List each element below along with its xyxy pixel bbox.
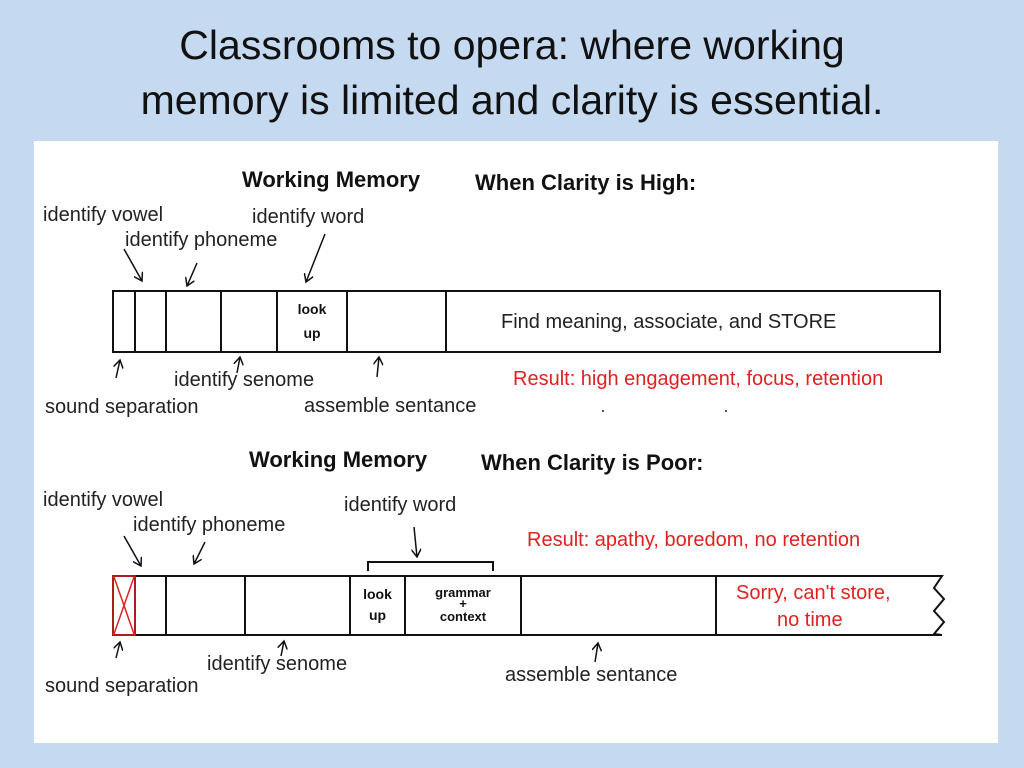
high-sound-separation: sound separation — [45, 396, 199, 418]
arrow-vowel-poor — [123, 535, 141, 566]
poor-heading-b: When Clarity is Poor: — [481, 450, 704, 475]
arrow-senome-poor — [281, 641, 284, 657]
poor-cell-plus: + — [459, 596, 467, 611]
arrow-sentance-high — [377, 357, 379, 378]
arrow-separation-high — [116, 360, 120, 379]
stray-dot — [725, 410, 727, 412]
high-assemble-sentance: assemble sentance — [304, 395, 477, 417]
high-memory-bar — [112, 290, 941, 353]
high-identify-phoneme: identify phoneme — [125, 229, 278, 251]
arrow-word-poor — [414, 526, 417, 557]
high-heading-a: Working Memory — [242, 167, 421, 192]
poor-assemble-sentance: assemble sentance — [505, 664, 678, 686]
slide-title: Classrooms to opera: where working memor… — [0, 18, 1024, 128]
poor-heading-a: Working Memory — [249, 447, 428, 472]
diagram-lines — [112, 233, 946, 663]
poor-cell-context: context — [439, 609, 487, 624]
arrow-sentance-poor — [595, 643, 598, 663]
high-cell-look: look — [297, 301, 327, 317]
high-identify-vowel: identify vowel — [43, 204, 164, 226]
arrow-senome-high — [237, 357, 240, 374]
high-identify-word: identify word — [252, 206, 365, 228]
poor-cell-look: look — [363, 586, 392, 602]
red-x-mark — [112, 575, 136, 636]
arrow-word-high — [306, 233, 326, 282]
high-identify-senome: identify senome — [174, 369, 315, 391]
poor-sorry-line2: no time — [777, 609, 843, 631]
high-store-text: Find meaning, associate, and STORE — [501, 311, 837, 333]
title-line-2: memory is limited and clarity is essenti… — [140, 77, 884, 123]
high-bar-outline — [112, 290, 941, 353]
poor-up-arrows — [116, 641, 598, 663]
high-result: Result: high engagement, focus, retentio… — [513, 368, 884, 390]
high-up-arrows — [116, 357, 379, 379]
poor-identify-senome: identify senome — [207, 653, 348, 675]
poor-identify-phoneme: identify phoneme — [133, 514, 286, 536]
arrow-separation-poor — [116, 642, 120, 659]
poor-sound-separation: sound separation — [45, 675, 199, 697]
stray-dot — [602, 410, 604, 412]
arrow-vowel-high — [123, 248, 142, 281]
poor-cell-grammar: grammar — [435, 585, 491, 600]
high-heading-b: When Clarity is High: — [475, 170, 697, 195]
arrow-phoneme-poor — [194, 541, 206, 564]
poor-cell-up: up — [368, 607, 387, 623]
poor-identify-vowel: identify vowel — [43, 489, 164, 511]
poor-bar-outline — [112, 575, 946, 636]
arrow-phoneme-high — [187, 262, 198, 286]
diagram-panel: Working Memory When Clarity is High: ide… — [34, 141, 998, 743]
word-bracket — [367, 561, 494, 571]
poor-result: Result: apathy, boredom, no retention — [527, 529, 861, 551]
poor-down-arrows — [123, 526, 417, 566]
title-line-1: Classrooms to opera: where working — [179, 22, 845, 68]
high-cell-up: up — [303, 325, 321, 341]
high-down-arrows — [123, 233, 326, 286]
poor-identify-word: identify word — [344, 494, 457, 516]
poor-sorry-line1: Sorry, can't store, — [736, 582, 891, 604]
